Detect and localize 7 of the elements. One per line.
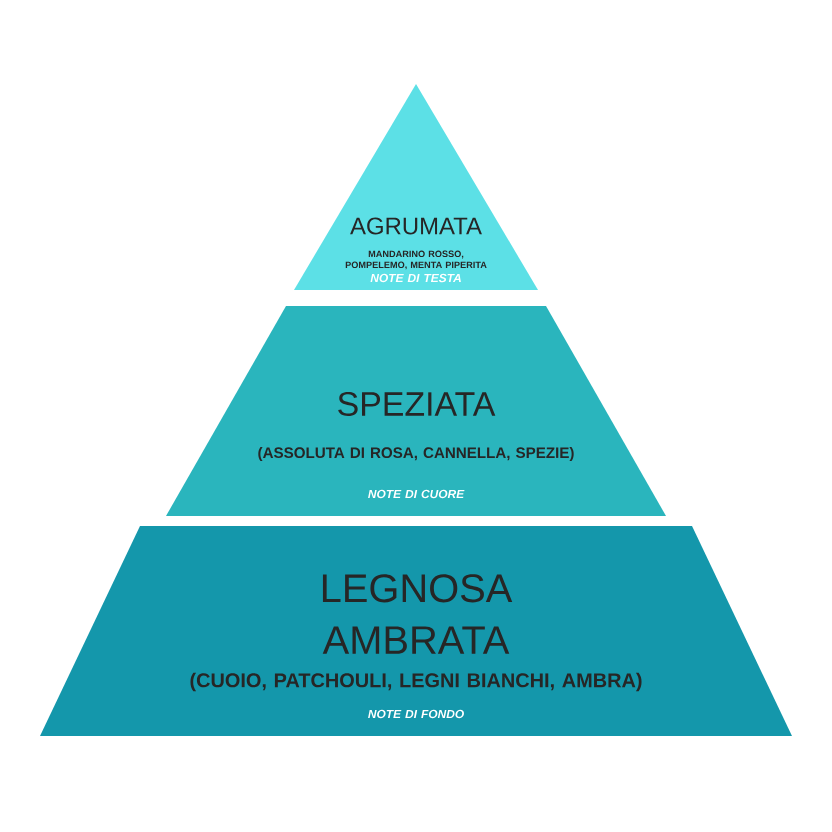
pyramid-tier (166, 306, 666, 516)
pyramid-tier (40, 526, 792, 736)
ingredient-list: (CUOIO, PATCHOULI, LEGNI BIANCHI, AMBRA) (190, 672, 642, 692)
tier-title: AGRUMATA (350, 217, 482, 235)
tier-title: LEGNOSA AMBRATA (322, 574, 513, 654)
tier-title: SPEZIATA (338, 392, 496, 416)
pyramid-tier (294, 84, 538, 290)
